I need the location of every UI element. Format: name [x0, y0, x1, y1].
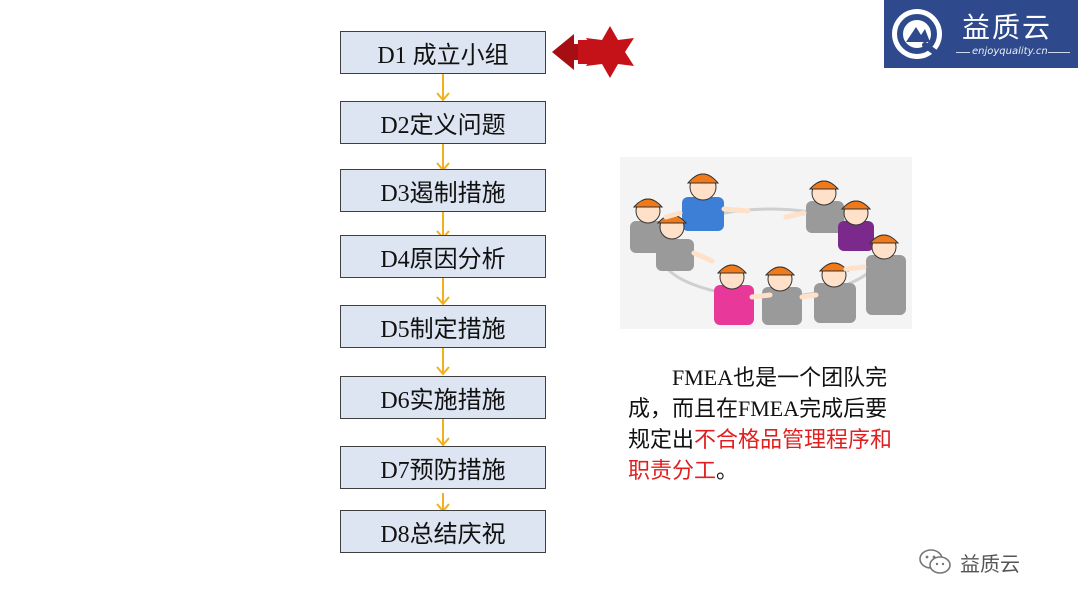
down-arrow-icon: [436, 348, 450, 376]
description-text: FMEA也是一个团队完成，而且在FMEA完成后要规定出不合格品管理程序和职责分工…: [628, 362, 906, 486]
description-prefix: FMEA也是一个团队完成，而且在FMEA完成后要规定出: [628, 365, 888, 452]
step-d3: D3遏制措施: [340, 169, 546, 212]
description-highlight: 不合格品管理程序和职责分工: [628, 427, 893, 483]
watermark: 益质云: [918, 545, 1020, 579]
watermark-text: 益质云: [960, 551, 1020, 576]
logo-divider-right: [1048, 52, 1070, 53]
logo-url: enjoyquality.cn: [972, 46, 1048, 57]
brand-logo: 益质云 enjoyquality.cn: [884, 0, 1078, 68]
red-star-arrow-icon: [552, 26, 634, 78]
down-arrow-icon: [436, 74, 450, 102]
step-d7: D7预防措施: [340, 446, 546, 489]
down-arrow-icon: [436, 278, 450, 306]
step-d5: D5制定措施: [340, 305, 546, 348]
step-d2: D2定义问题: [340, 101, 546, 144]
step-d1: D1 成立小组: [340, 31, 546, 74]
logo-title: 益质云: [962, 11, 1053, 44]
down-arrow-icon: [436, 419, 450, 447]
step-d6: D6实施措施: [340, 376, 546, 419]
step-d8: D8总结庆祝: [340, 510, 546, 553]
wechat-icon: [919, 549, 951, 574]
down-arrow-icon: [436, 144, 450, 172]
team-illustration: [620, 157, 912, 329]
logo-divider-left: [956, 52, 970, 53]
logo-q-icon: [892, 9, 942, 59]
step-d4: D4原因分析: [340, 235, 546, 278]
description-suffix: 。: [716, 458, 739, 483]
